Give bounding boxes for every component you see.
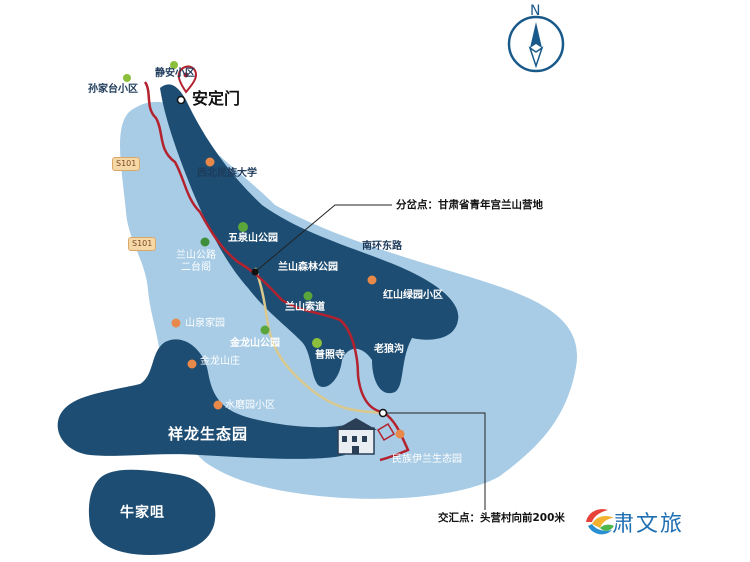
poi-markers <box>123 61 405 439</box>
label-jinlong-park: 金龙山公园 <box>230 338 280 349</box>
label-jingan: 静安小区 <box>155 68 195 79</box>
poi-marker-minzu <box>395 429 405 439</box>
compass-icon <box>507 15 565 73</box>
label-lanshan-cableway: 兰山索道 <box>285 302 325 313</box>
poi-marker-hongshan <box>367 275 377 285</box>
poi-marker-jinlong-park <box>260 325 270 335</box>
callout-junction-point: 交汇点：头营村向前200米 <box>438 512 565 524</box>
road-badge-s101: S101 <box>112 157 141 171</box>
poi-marker-jinlong-villa <box>187 359 197 369</box>
poi-marker-university <box>205 157 215 167</box>
andingmen-point <box>176 95 186 105</box>
poi-marker-jingan <box>170 61 178 69</box>
road-badge-s101: S101 <box>128 237 157 251</box>
label-lanshan-forest-park: 兰山森林公园 <box>278 262 338 273</box>
brand-logo-icon <box>584 506 616 538</box>
label-xibei-university: 西北民族大学 <box>197 168 257 179</box>
poi-marker-lanshan-road <box>200 237 210 247</box>
label-shuimo-community: 水磨园小区 <box>225 400 275 411</box>
building-icon <box>335 418 377 455</box>
label-niujiazui: 牛家咀 <box>120 505 165 521</box>
route-tan <box>253 267 384 415</box>
brand-watermark: 甘肃文旅 <box>582 504 684 540</box>
label-puzhao-temple: 普照寺 <box>315 350 345 361</box>
label-laolang-gully: 老狼沟 <box>374 344 404 355</box>
label-andingmen: 安定门 <box>192 89 241 108</box>
fork-leader-line <box>254 204 392 273</box>
compass-north-label: N <box>530 3 541 19</box>
route-red <box>143 81 410 462</box>
poi-marker-sunjiatai <box>123 74 131 82</box>
label-hongshan-community: 红山绿园小区 <box>383 290 443 301</box>
label-lanshan-road-line1: 兰山公路 <box>176 250 216 261</box>
poi-marker-cableway <box>303 291 313 301</box>
junction-leader-line <box>383 412 486 510</box>
southwest-dark-area <box>88 469 216 555</box>
fork-point <box>251 268 259 276</box>
poi-marker-wuquan <box>238 222 248 232</box>
label-wuquan-park: 五泉山公园 <box>228 233 278 244</box>
callout-fork-point: 分岔点：甘肃省青年宫兰山营地 <box>396 199 543 211</box>
label-lanshan-road: 兰山公路 二台阁 <box>176 250 216 273</box>
label-minzu-yilan-eco: 民族伊兰生态园 <box>392 454 462 465</box>
poi-marker-shanquan <box>171 318 181 328</box>
label-sunjiatai: 孙家台小区 <box>88 84 138 95</box>
label-shanquan-home: 山泉家园 <box>185 318 225 329</box>
label-jinlong-villa: 金龙山庄 <box>200 356 240 367</box>
label-xianglong-eco: 祥龙生态园 <box>168 425 249 443</box>
poi-marker-shuimo <box>213 400 223 410</box>
location-pin-icon <box>177 65 198 94</box>
poi-marker-puzhao <box>312 338 322 348</box>
west-dark-area <box>57 339 345 459</box>
label-lanshan-road-line2: 二台阁 <box>181 261 211 273</box>
mountain-ridge <box>160 84 459 394</box>
junction-point <box>378 408 388 418</box>
label-nanhuan-east-road: 南环东路 <box>362 241 402 252</box>
flag-icon <box>376 422 396 442</box>
